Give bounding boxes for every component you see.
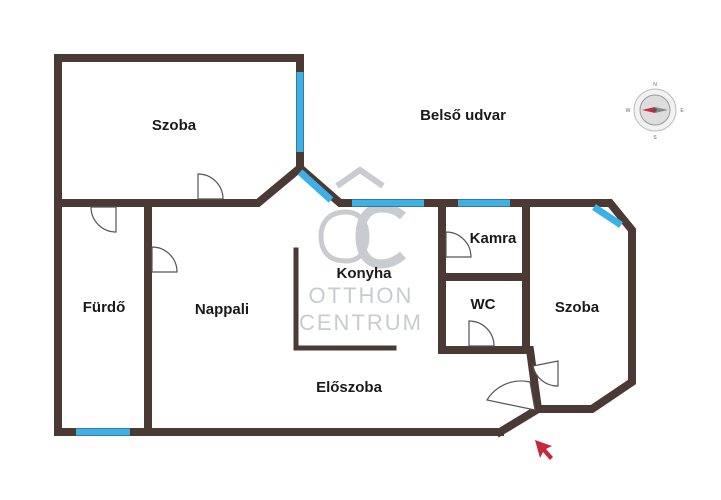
door-swing-icon bbox=[90, 206, 117, 233]
room-labels: Szoba Belső udvar Kamra Konyha Fürdő Nap… bbox=[83, 107, 600, 396]
windows bbox=[76, 72, 623, 436]
room-label-belso-udvar: Belső udvar bbox=[420, 107, 506, 124]
watermark-c-shape bbox=[355, 203, 406, 269]
doors bbox=[90, 173, 559, 411]
door-swing-icon bbox=[532, 360, 559, 387]
watermark-line2: CENTRUM bbox=[299, 310, 423, 335]
entrance-arrow-icon bbox=[535, 440, 553, 460]
compass-needle-west bbox=[642, 107, 655, 113]
compass-north: N bbox=[653, 82, 657, 88]
room-label-kamra: Kamra bbox=[470, 230, 517, 247]
wall-szoba-bottom bbox=[54, 162, 306, 207]
watermark: ÓC OTTHON CENTRUM bbox=[299, 166, 423, 335]
window bbox=[592, 204, 623, 228]
watermark-line1: OTTHON bbox=[309, 283, 414, 308]
compass-west: W bbox=[626, 108, 631, 114]
room-label-eloszoba: Előszoba bbox=[316, 379, 383, 396]
walls bbox=[54, 54, 636, 438]
door-swing-icon bbox=[468, 320, 495, 347]
door-swing-icon bbox=[486, 380, 536, 411]
room-label-szoba-left: Szoba bbox=[152, 117, 197, 134]
compass-east: E bbox=[680, 108, 684, 114]
wall-konyha bbox=[293, 247, 397, 351]
door-swing-icon bbox=[197, 173, 224, 200]
room-label-furdo: Fürdő bbox=[83, 299, 126, 316]
compass-needle-east bbox=[655, 107, 668, 113]
door-swing-icon bbox=[151, 246, 178, 273]
watermark-logo-icon bbox=[318, 166, 385, 264]
compass-south: S bbox=[653, 135, 657, 141]
wall-entry-diagonal bbox=[494, 403, 544, 438]
door-swing-icon bbox=[445, 231, 472, 258]
room-label-konyha: Konyha bbox=[336, 265, 392, 282]
room-label-nappali: Nappali bbox=[195, 301, 249, 318]
room-label-wc: WC bbox=[471, 296, 496, 313]
compass-icon: N E S W bbox=[626, 82, 685, 141]
room-label-szoba-right: Szoba bbox=[555, 299, 600, 316]
window bbox=[297, 169, 334, 203]
